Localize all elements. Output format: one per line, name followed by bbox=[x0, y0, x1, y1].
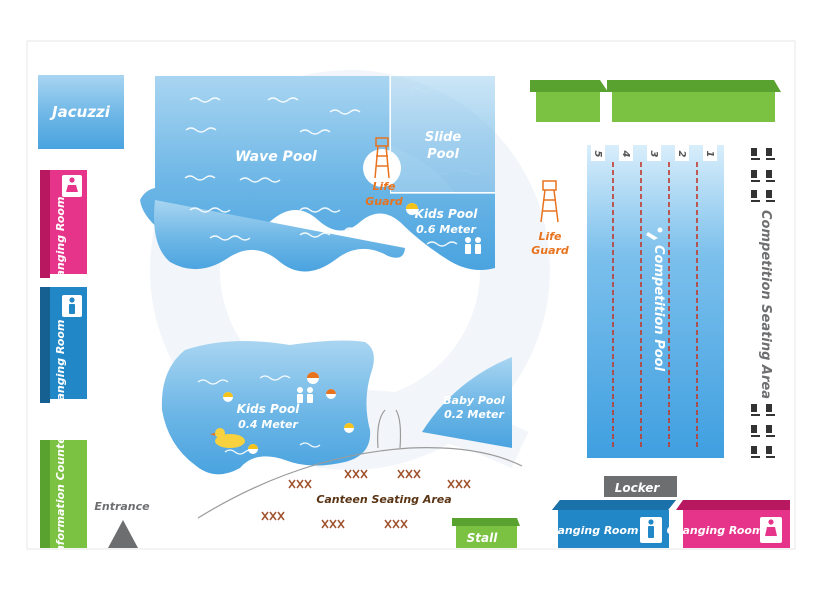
kids-pool-large-label-1: Kids Pool bbox=[237, 402, 301, 416]
baby-pool-label-2: 0.2 Meter bbox=[444, 408, 504, 421]
beach-ball-icon bbox=[406, 203, 418, 215]
kids-pool-large[interactable]: Kids Pool 0.4 Meter bbox=[161, 340, 497, 475]
competition-seating-area[interactable]: Competition Seating Area bbox=[751, 148, 775, 458]
kids-pool-large-label-2: 0.4 Meter bbox=[238, 418, 298, 431]
kids-icon bbox=[465, 237, 481, 254]
competition-pool[interactable]: 5 4 3 2 1 Competition Pool bbox=[587, 145, 724, 458]
jacuzzi-label: Jacuzzi bbox=[49, 103, 111, 121]
lane-number: 4 bbox=[620, 150, 631, 158]
lifeguard-tower-icon bbox=[540, 180, 559, 223]
entrance[interactable]: Entrance bbox=[94, 500, 150, 548]
kids-pool-small[interactable]: Kids Pool 0.6 Meter bbox=[406, 203, 481, 254]
changing-room-bottom-female[interactable]: Changing Room bbox=[667, 500, 790, 548]
lane-number: 3 bbox=[648, 151, 659, 158]
swimmer-icon bbox=[646, 227, 663, 240]
slide-pool-label-2: Pool bbox=[427, 147, 459, 162]
wave-pool-label: Wave Pool bbox=[235, 149, 317, 165]
lane-number: 2 bbox=[676, 151, 687, 158]
stall-label: Stall bbox=[467, 531, 499, 545]
canteen-seating-area[interactable]: Canteen Seating Area bbox=[197, 409, 523, 529]
competition-seating-label: Competition Seating Area bbox=[758, 210, 773, 399]
life-guard-station-1: Life Guard bbox=[363, 137, 403, 208]
baby-pool-label-1: Baby Pool bbox=[443, 394, 505, 407]
information-counter-label: Information Counter bbox=[54, 430, 67, 557]
changing-room-bottom-male[interactable]: Changing Room bbox=[542, 500, 676, 548]
kids-icon bbox=[297, 387, 313, 403]
changing-room-left-male[interactable]: Changing Room bbox=[40, 287, 87, 416]
life-guard-1-label-2: Guard bbox=[365, 195, 403, 208]
lifeguard-tower-icon bbox=[374, 137, 390, 179]
top-building-right bbox=[607, 80, 781, 122]
female-figure-icon bbox=[765, 519, 777, 536]
kids-pool-small-label-1: Kids Pool bbox=[415, 207, 479, 221]
stall[interactable]: Stall bbox=[452, 518, 520, 548]
top-building-left bbox=[530, 80, 608, 122]
male-figure-icon bbox=[648, 519, 654, 538]
life-guard-1-label-1: Life bbox=[372, 180, 396, 193]
female-figure-icon bbox=[66, 177, 78, 192]
wave-pool[interactable]: Wave Pool bbox=[140, 76, 495, 272]
entrance-label: Entrance bbox=[94, 500, 150, 513]
lane-number: 5 bbox=[592, 151, 603, 158]
competition-pool-label: Competition Pool bbox=[651, 245, 666, 372]
locker[interactable]: Locker bbox=[604, 476, 677, 497]
canteen-label: Canteen Seating Area bbox=[316, 493, 451, 506]
slide-pool[interactable]: Slide Pool bbox=[391, 76, 495, 192]
changing-room-bottom-male-label: Changing Room bbox=[542, 524, 639, 537]
life-guard-station-2: Life Guard bbox=[531, 180, 569, 257]
slide-pool-label-1: Slide bbox=[425, 130, 462, 145]
jacuzzi[interactable]: Jacuzzi bbox=[38, 75, 124, 149]
lane-numbers: 5 4 3 2 1 bbox=[592, 150, 715, 158]
lane-number: 1 bbox=[704, 151, 715, 158]
life-guard-2-label-2: Guard bbox=[531, 244, 569, 257]
information-counter[interactable]: Information Counter bbox=[40, 430, 87, 557]
life-guard-2-label-1: Life bbox=[538, 230, 562, 243]
starting-blocks bbox=[591, 145, 717, 161]
changing-room-left-male-label: Changing Room bbox=[54, 320, 67, 417]
picnic-table-icon bbox=[261, 469, 471, 529]
chair-icon bbox=[751, 148, 775, 458]
kids-pool-small-label-2: 0.6 Meter bbox=[416, 223, 476, 236]
baby-pool[interactable]: Baby Pool 0.2 Meter bbox=[422, 357, 512, 448]
changing-room-left-female-label: Changing Room bbox=[54, 197, 67, 294]
changing-room-bottom-female-label: Changing Room bbox=[667, 524, 764, 537]
male-figure-icon bbox=[69, 297, 75, 314]
locker-label: Locker bbox=[615, 481, 661, 495]
rubber-duck-icon bbox=[210, 428, 245, 448]
changing-room-left-female[interactable]: Changing Room bbox=[40, 170, 87, 293]
